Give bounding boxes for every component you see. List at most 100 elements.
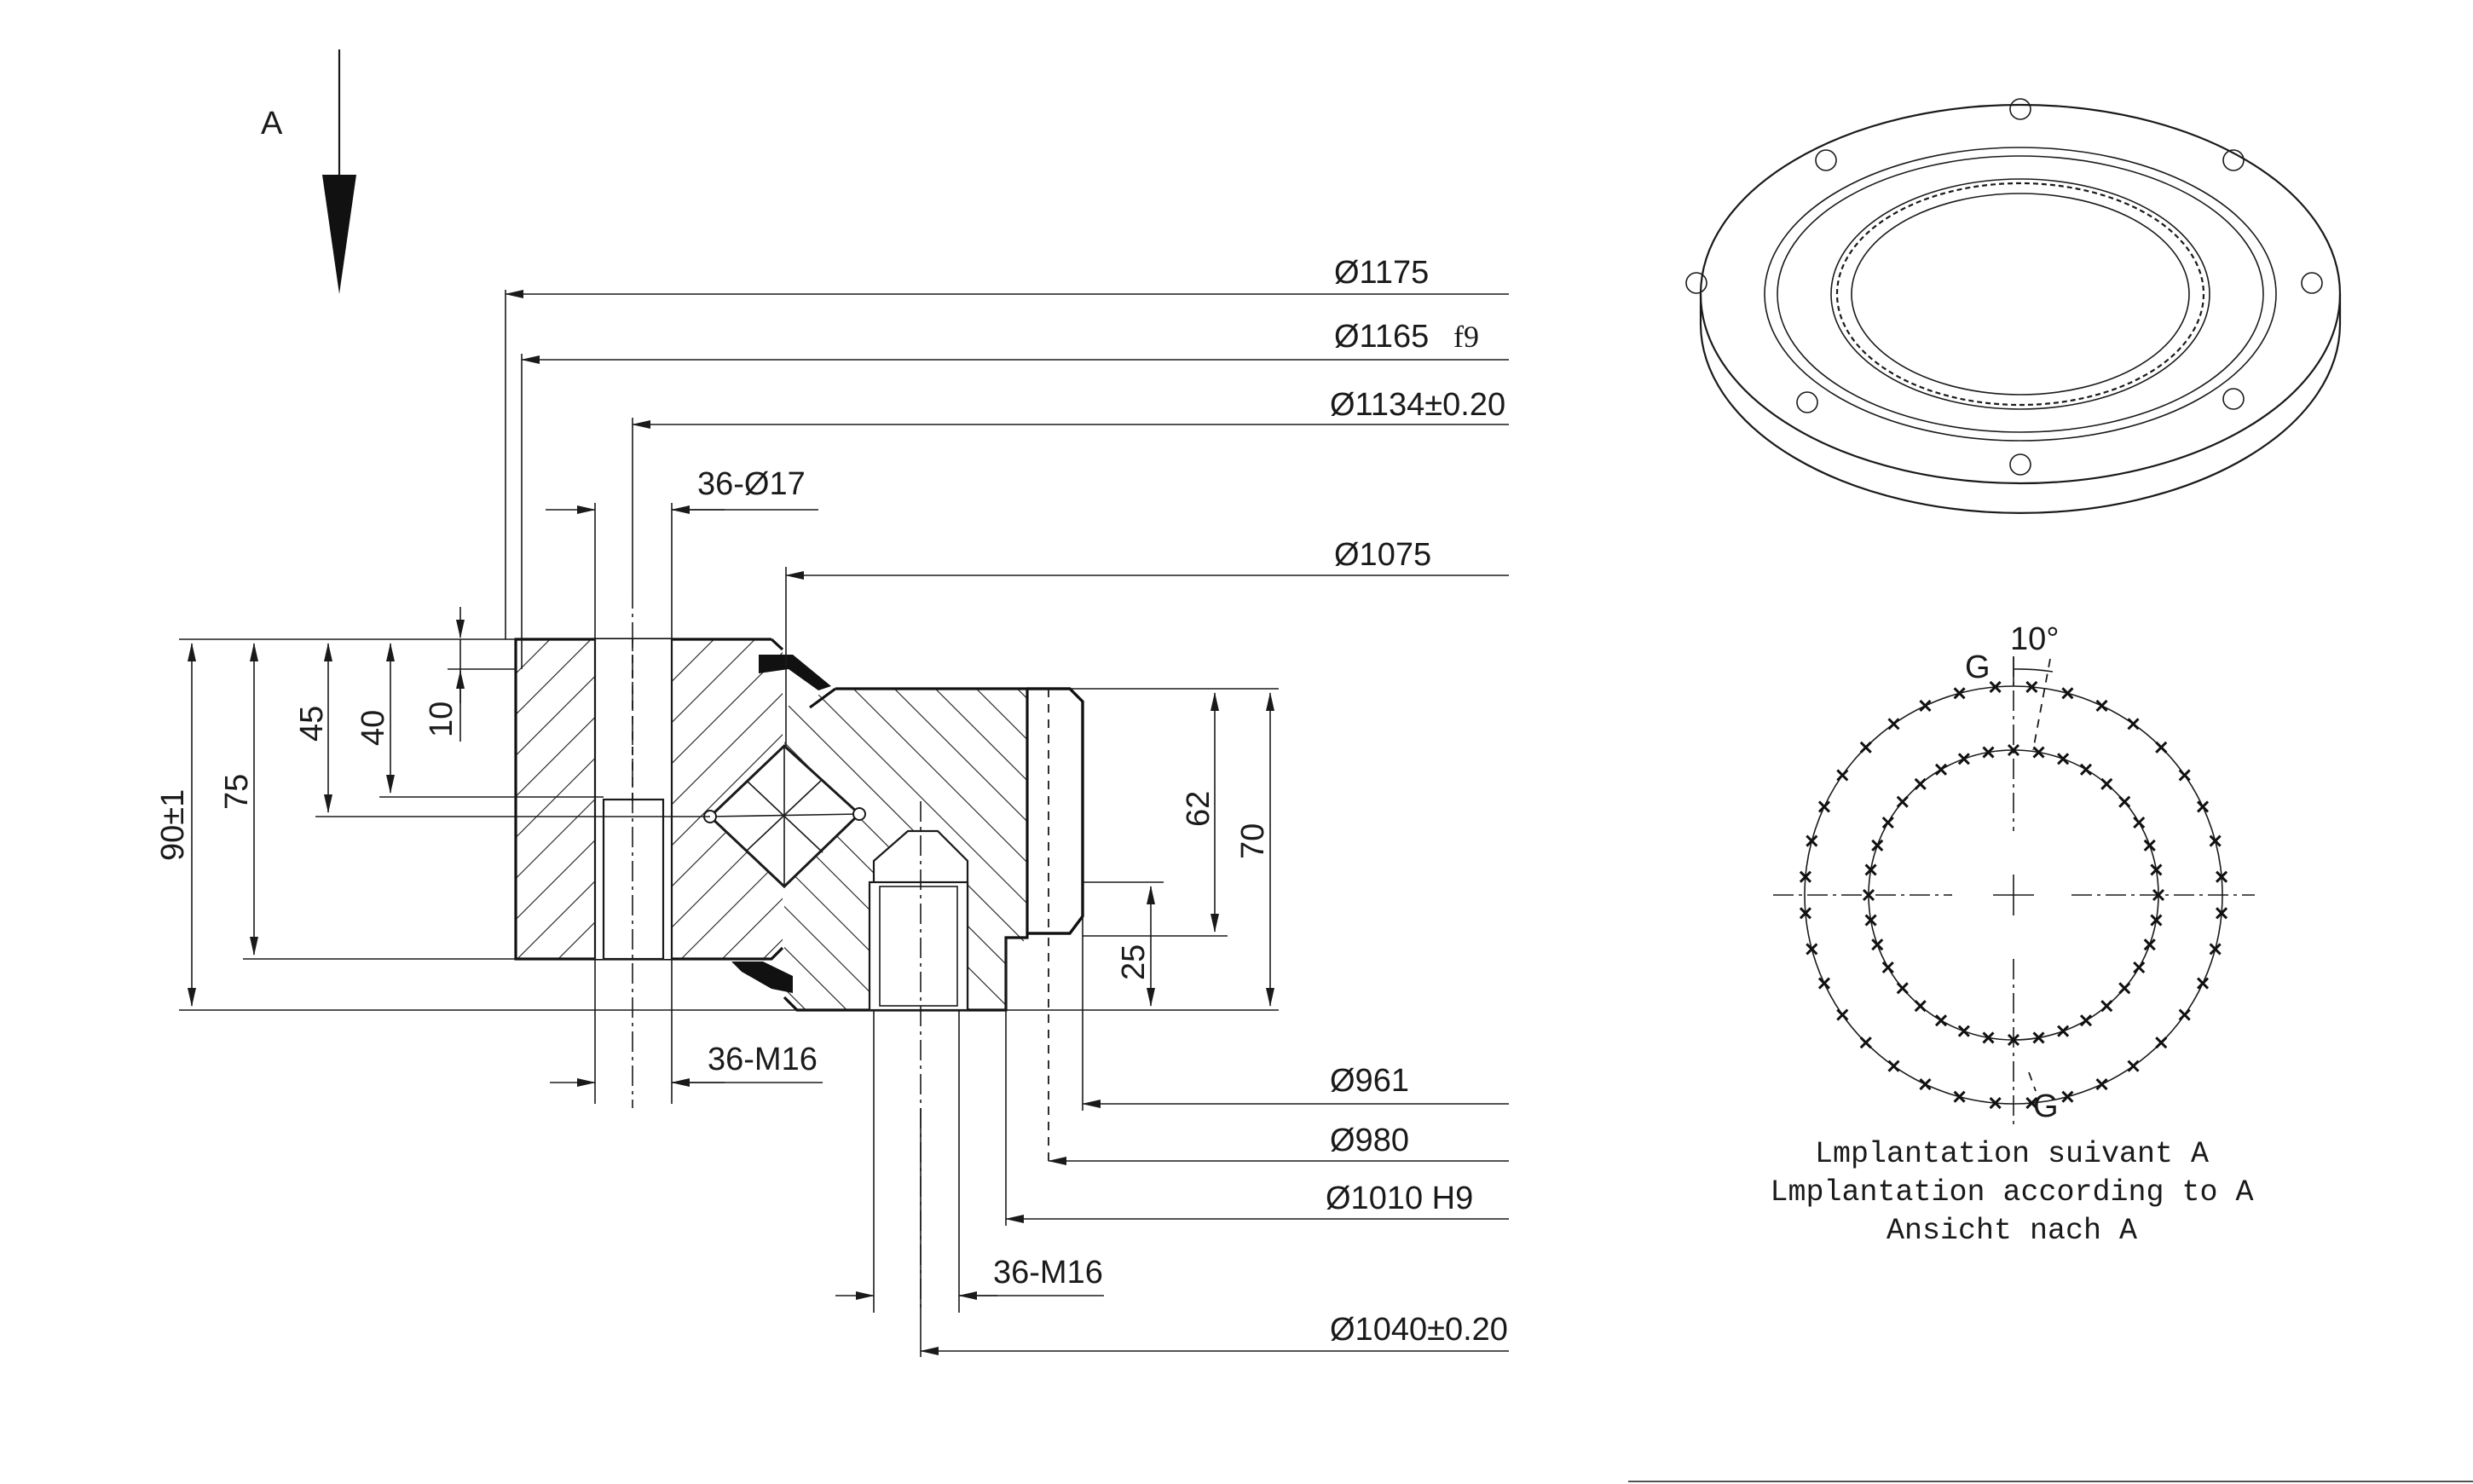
hole-marker xyxy=(1859,1036,1872,1049)
hole-marker xyxy=(1953,687,1966,700)
dim-h10: 10 xyxy=(424,702,459,737)
hole-marker xyxy=(1864,863,1877,876)
height-dimensions-left: 90±1 75 45 40 10 xyxy=(155,607,797,1011)
hole-marker xyxy=(1953,1090,1966,1103)
caption-line-3: Ansicht nach A xyxy=(1887,1214,2137,1248)
dim-h75: 75 xyxy=(219,774,255,810)
hole-marker xyxy=(2143,938,2156,951)
hole-marker xyxy=(2209,943,2222,956)
dim-h45: 45 xyxy=(294,706,330,742)
hole-marker xyxy=(2007,1033,2020,1047)
hole-marker xyxy=(1799,907,1811,920)
seal-top xyxy=(759,655,831,690)
hole-marker xyxy=(2007,743,2020,757)
inner-hole-markers xyxy=(1862,743,2165,1047)
hole-marker xyxy=(1836,769,1849,782)
hole-marker xyxy=(1871,938,1884,951)
hole-marker xyxy=(1957,1025,1970,1037)
hole-marker xyxy=(1989,1097,2002,1110)
hole-marker xyxy=(2178,1008,2191,1021)
hole-marker xyxy=(2150,914,2163,927)
hole-marker xyxy=(2032,746,2045,759)
dim-d961: Ø961 xyxy=(1330,1063,1409,1099)
hole-marker xyxy=(2032,1031,2045,1044)
view-caption: Lmplantation suivant A Lmplantation acco… xyxy=(1770,1137,2253,1248)
hole-marker xyxy=(2196,800,2210,813)
hole-marker xyxy=(1806,943,1818,956)
dim-d1075: Ø1075 xyxy=(1334,537,1431,573)
bottom-diameter-dimensions: Ø961 Ø980 Ø1010 H9 Ø1040±0.20 36-M16 36-… xyxy=(550,916,1509,1357)
hole-marker xyxy=(2095,1077,2108,1091)
dim-d1010: Ø1010 H9 xyxy=(1326,1181,1473,1216)
hole-marker xyxy=(1982,746,1995,759)
hole-marker xyxy=(2118,795,2131,808)
hole-marker xyxy=(1989,680,2002,693)
hole-marker xyxy=(1817,977,1831,990)
hole-marker xyxy=(1934,763,1948,776)
hole-marker xyxy=(1957,753,1970,765)
dim-inner-thread: 36-M16 xyxy=(993,1255,1103,1291)
hole-marker xyxy=(2100,1000,2113,1013)
hole-marker xyxy=(2143,839,2156,852)
hole-marker xyxy=(2178,769,2191,782)
dim-d1040: Ø1040±0.20 xyxy=(1330,1312,1508,1348)
hole-marker xyxy=(2100,777,2113,790)
hole-marker xyxy=(2095,699,2108,713)
hole-marker xyxy=(1919,1077,1932,1091)
dim-h40: 40 xyxy=(355,710,391,746)
dim-outer-thread: 36-M16 xyxy=(708,1042,818,1077)
hole-marker xyxy=(1914,1000,1927,1013)
hole-marker xyxy=(2025,680,2038,693)
dim-d1165: Ø1165 xyxy=(1334,319,1429,355)
hole-marker xyxy=(2155,741,2168,754)
hole-marker xyxy=(2079,1014,2093,1027)
view-arrow: A xyxy=(261,49,356,294)
hole-marker xyxy=(2196,977,2210,990)
hole-marker xyxy=(1881,816,1894,829)
hole-marker xyxy=(2127,1060,2140,1072)
roller xyxy=(703,743,866,889)
isometric-ring-view xyxy=(1685,98,2342,515)
dim-outer-holes: 36-Ø17 xyxy=(697,466,806,502)
hole-marker xyxy=(1799,870,1811,883)
cross-section xyxy=(514,588,1084,1313)
hole-marker xyxy=(2216,907,2228,920)
hole-marker xyxy=(1914,777,1927,790)
hole-marker xyxy=(1919,699,1932,713)
hole-marker xyxy=(2025,1097,2038,1110)
hole-marker xyxy=(1817,800,1831,813)
hole-marker xyxy=(2127,718,2140,730)
hole-marker xyxy=(1859,741,1872,754)
hole-marker xyxy=(1864,914,1877,927)
height-dimensions-right: 70 62 25 xyxy=(1006,688,1279,1011)
hole-marker xyxy=(1896,795,1909,808)
hole-marker xyxy=(1887,1060,1900,1072)
hole-marker xyxy=(1836,1008,1849,1021)
caption-line-2: Lmplantation according to A xyxy=(1770,1175,2253,1210)
top-diameter-dimensions: Ø1175 Ø1165 f9 Ø1134±0.20 Ø1075 36-Ø17 xyxy=(505,255,1509,746)
hole-marker xyxy=(1982,1031,1995,1044)
hole-marker xyxy=(2133,816,2146,829)
hole-marker xyxy=(2061,1090,2074,1103)
hole-marker xyxy=(2079,763,2093,776)
dim-h70: 70 xyxy=(1235,823,1271,859)
hole-marker xyxy=(2057,753,2070,765)
hole-marker xyxy=(1862,888,1875,902)
outer-hole-markers xyxy=(1799,680,2228,1110)
hole-marker xyxy=(2155,1036,2168,1049)
hole-marker xyxy=(2118,982,2131,995)
hole-pattern-view: 10° G G xyxy=(1773,621,2255,1125)
dim-h62: 62 xyxy=(1181,791,1216,827)
dim-h-total: 90±1 xyxy=(155,789,191,861)
pattern-marker-bottom: G xyxy=(2033,1088,2059,1124)
hole-marker xyxy=(1881,961,1894,974)
pattern-marker-top: G xyxy=(1965,650,1991,685)
hole-marker xyxy=(2209,834,2222,847)
dim-d1165-tolerance: f9 xyxy=(1453,320,1479,354)
hole-marker xyxy=(2152,888,2165,902)
seal-bottom xyxy=(731,961,793,993)
hole-marker xyxy=(1806,834,1818,847)
hole-marker xyxy=(2057,1025,2070,1037)
view-arrow-label: A xyxy=(261,106,283,141)
